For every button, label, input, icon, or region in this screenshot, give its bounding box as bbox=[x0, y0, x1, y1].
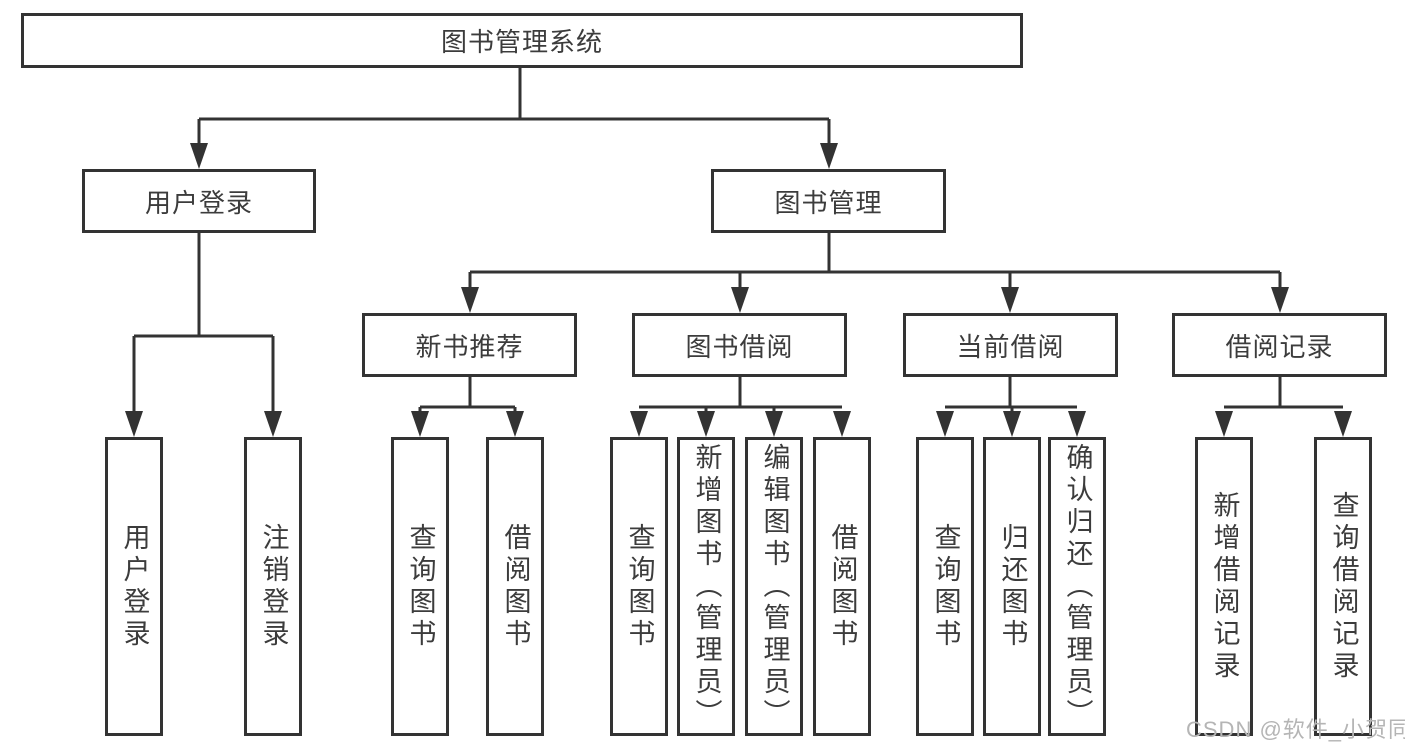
arrowhead-icon bbox=[506, 411, 524, 437]
leaf-current-confirm-return-admin: 确认归还（管理员） bbox=[1048, 437, 1106, 736]
arrowhead-icon bbox=[936, 411, 954, 437]
leaf-current-return-books: 归还图书 bbox=[983, 437, 1041, 736]
arrowhead-icon bbox=[1001, 287, 1019, 313]
arrowhead-icon bbox=[461, 287, 479, 313]
leaf-borrow-add-books-admin: 新增图书（管理员） bbox=[677, 437, 735, 736]
arrowhead-icon bbox=[630, 411, 648, 437]
arrowhead-icon bbox=[1068, 411, 1086, 437]
arrowhead-icon bbox=[697, 411, 715, 437]
arrowhead-icon bbox=[765, 411, 783, 437]
node-current-borrow: 当前借阅 bbox=[903, 313, 1118, 377]
leaf-records-query-record: 查询借阅记录 bbox=[1314, 437, 1372, 736]
arrowhead-icon bbox=[833, 411, 851, 437]
leaf-borrow-borrow-books: 借阅图书 bbox=[813, 437, 871, 736]
leaf-user-login: 用户登录 bbox=[105, 437, 163, 736]
arrowhead-icon bbox=[820, 143, 838, 169]
leaf-records-add-record: 新增借阅记录 bbox=[1195, 437, 1253, 736]
arrowhead-icon bbox=[1215, 411, 1233, 437]
arrowhead-icon bbox=[411, 411, 429, 437]
csdn-watermark: CSDN @软件_小贺同学 bbox=[1186, 717, 1405, 742]
leaf-borrow-edit-books-admin: 编辑图书（管理员） bbox=[745, 437, 803, 736]
arrowheads bbox=[125, 143, 1352, 437]
node-borrow-records: 借阅记录 bbox=[1172, 313, 1387, 377]
node-book-management: 图书管理 bbox=[711, 169, 946, 233]
leaf-logout: 注销登录 bbox=[244, 437, 302, 736]
node-root-system: 图书管理系统 bbox=[21, 13, 1023, 68]
leaf-current-query-books: 查询图书 bbox=[916, 437, 974, 736]
arrowhead-icon bbox=[731, 287, 749, 313]
node-book-borrow: 图书借阅 bbox=[632, 313, 847, 377]
node-user-login: 用户登录 bbox=[82, 169, 316, 233]
arrowhead-icon bbox=[125, 411, 143, 437]
leaf-borrow-query-books: 查询图书 bbox=[610, 437, 668, 736]
node-new-book-recommend: 新书推荐 bbox=[362, 313, 577, 377]
leaf-newbook-query-books: 查询图书 bbox=[391, 437, 449, 736]
arrowhead-icon bbox=[1003, 411, 1021, 437]
leaf-newbook-borrow-books: 借阅图书 bbox=[486, 437, 544, 736]
arrowhead-icon bbox=[264, 411, 282, 437]
arrowhead-icon bbox=[1334, 411, 1352, 437]
arrowhead-icon bbox=[190, 143, 208, 169]
arrowhead-icon bbox=[1271, 287, 1289, 313]
